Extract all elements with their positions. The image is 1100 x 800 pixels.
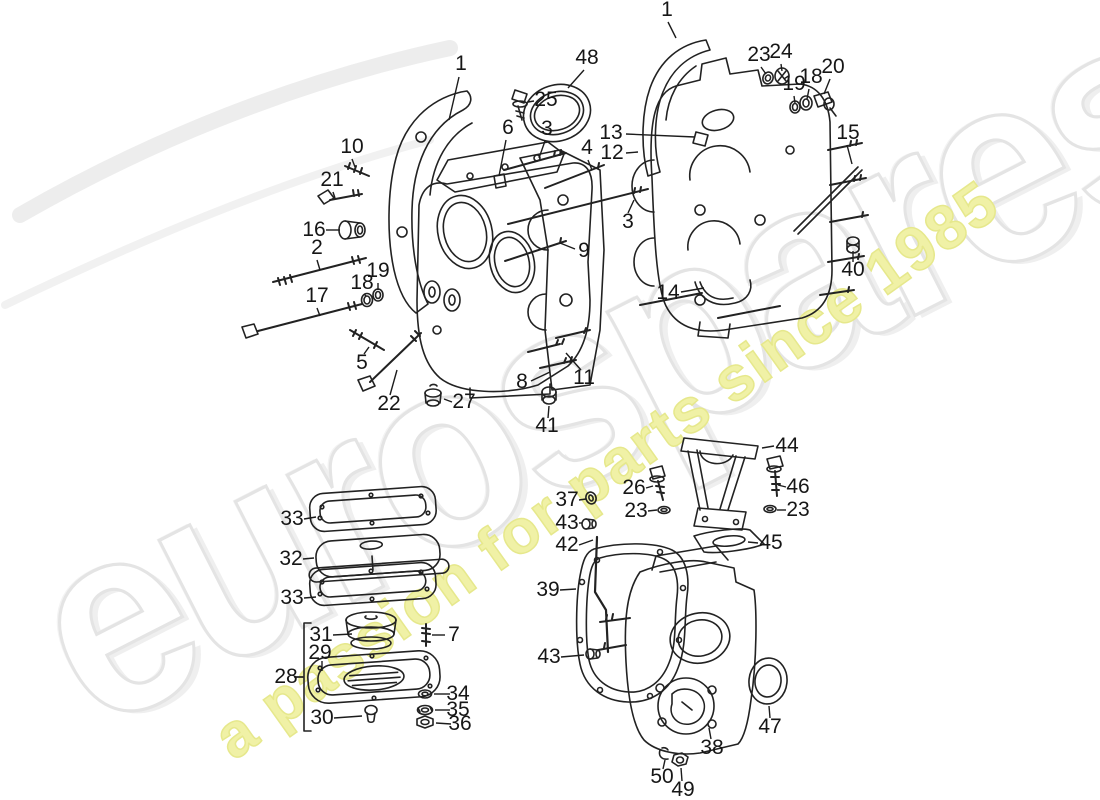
part-callout-6-4: 6: [502, 116, 514, 139]
bolt-22-icon: [369, 330, 422, 383]
part-callout-19-24: 19: [366, 259, 390, 282]
watermark-swoosh: [1, 40, 458, 309]
part-callout-24-10: 24: [769, 40, 793, 63]
part-callout-30-53: 30: [310, 706, 334, 729]
plug-13-target: [692, 131, 709, 147]
hardware-mid-left: [581, 491, 610, 660]
part-callout-33-47: 33: [280, 507, 304, 530]
part-callout-40-15: 40: [841, 258, 865, 281]
part-callout-46-34: 46: [786, 475, 810, 498]
sump-gasket-lower: [308, 561, 437, 607]
part-callout-18-25: 18: [350, 271, 374, 294]
rod-42-icon: [593, 535, 610, 654]
drain-screw-30: [364, 704, 378, 724]
stud-10-icon: [344, 162, 370, 177]
crankcase-half-right: [631, 39, 869, 339]
part-callout-47-43: 47: [758, 715, 782, 738]
clip-50-icon: [658, 746, 669, 760]
nut-49-icon: [675, 756, 685, 764]
part-callout-5-26: 5: [356, 351, 368, 374]
part-callout-4-6: 4: [581, 136, 593, 159]
part-callout-14-18: 14: [656, 281, 680, 304]
part-callout-15-14: 15: [836, 121, 860, 144]
part-callout-35-56: 35: [446, 698, 470, 721]
part-callout-33-49: 33: [280, 586, 304, 609]
stud-5-icon: [349, 329, 385, 351]
part-callout-11-30: 11: [573, 366, 595, 389]
hardware-upper: [511, 67, 863, 254]
part-callout-27-28: 27: [452, 390, 476, 413]
stud-7-icon: [421, 623, 431, 647]
part-callout-3-5: 3: [541, 117, 553, 140]
part-callout-22-27: 22: [377, 392, 401, 415]
crankcase-studs: [503, 149, 649, 262]
bolt-25-icon: [515, 105, 525, 121]
part-callout-26-33: 26: [622, 476, 646, 499]
part-callout-3-16: 3: [622, 210, 634, 233]
part-callout-42-39: 42: [555, 533, 579, 556]
sump-gasket-upper: [308, 485, 437, 533]
part-callout-32-48: 32: [279, 547, 303, 570]
part-callout-31-50: 31: [309, 623, 333, 646]
crankcase-half-left: [388, 90, 605, 399]
part-callout-45-40: 45: [759, 531, 783, 554]
part-callout-13-7: 13: [599, 121, 623, 144]
part-callout-25-3: 25: [534, 88, 558, 111]
crankcase-third-piece-38: [597, 545, 757, 755]
rod-15-icon: [793, 166, 863, 235]
hardware-bottom: [658, 746, 689, 767]
crankshaft-seal-48: [522, 83, 592, 143]
part-callout-1-0: 1: [455, 52, 467, 75]
part-callout-17-23: 17: [305, 284, 329, 307]
part-callout-50-45: 50: [650, 765, 674, 788]
part-callout-19-11: 19: [782, 72, 806, 95]
part-callout-43-42: 43: [537, 645, 561, 668]
part-callout-23-9: 23: [747, 43, 771, 66]
part-callout-41-31: 41: [535, 414, 559, 437]
oil-sump-stack: [295, 485, 450, 732]
part-callout-36-57: 36: [448, 712, 472, 735]
part-callout-43-38: 43: [555, 511, 579, 534]
part-callout-28-52: 28: [274, 665, 298, 688]
cap-41-icon: [542, 395, 556, 405]
part-callout-1-1: 1: [661, 0, 673, 21]
part-callout-16-21: 16: [302, 218, 326, 241]
part-callout-8-29: 8: [516, 370, 528, 393]
part-callout-20-13: 20: [821, 55, 845, 78]
part-callout-21-20: 21: [320, 168, 344, 191]
part-callout-48-2: 48: [575, 46, 599, 69]
part-callout-37-37: 37: [555, 488, 579, 511]
bolt-17-icon: [257, 301, 363, 332]
part-callout-38-44: 38: [700, 736, 724, 759]
part-callout-34-55: 34: [446, 682, 470, 705]
cylinder-bores: [436, 194, 536, 294]
oil-pipe-14: [694, 279, 752, 306]
bolt-21-icon: [329, 189, 363, 201]
part-callout-29-51: 29: [308, 641, 332, 664]
part-callout-23-36: 23: [786, 498, 810, 521]
part-callout-18-12: 18: [799, 65, 823, 88]
part-callout-49-46: 49: [671, 778, 695, 800]
part-callout-44-32: 44: [775, 434, 799, 457]
seal-47: [748, 657, 788, 705]
part-callout-2-22: 2: [311, 236, 323, 259]
part-callout-39-41: 39: [536, 578, 560, 601]
part-callout-12-8: 12: [600, 141, 624, 164]
bolt-46-icon: [770, 470, 781, 497]
part-callout-9-17: 9: [578, 239, 590, 262]
part-callout-10-19: 10: [340, 135, 364, 158]
support-bracket-44: [649, 437, 784, 554]
gasket-45: [693, 528, 765, 554]
bolt-26-icon: [655, 480, 665, 501]
part-callout-7-54: 7: [448, 623, 460, 646]
part-callout-23-35: 23: [624, 499, 648, 522]
